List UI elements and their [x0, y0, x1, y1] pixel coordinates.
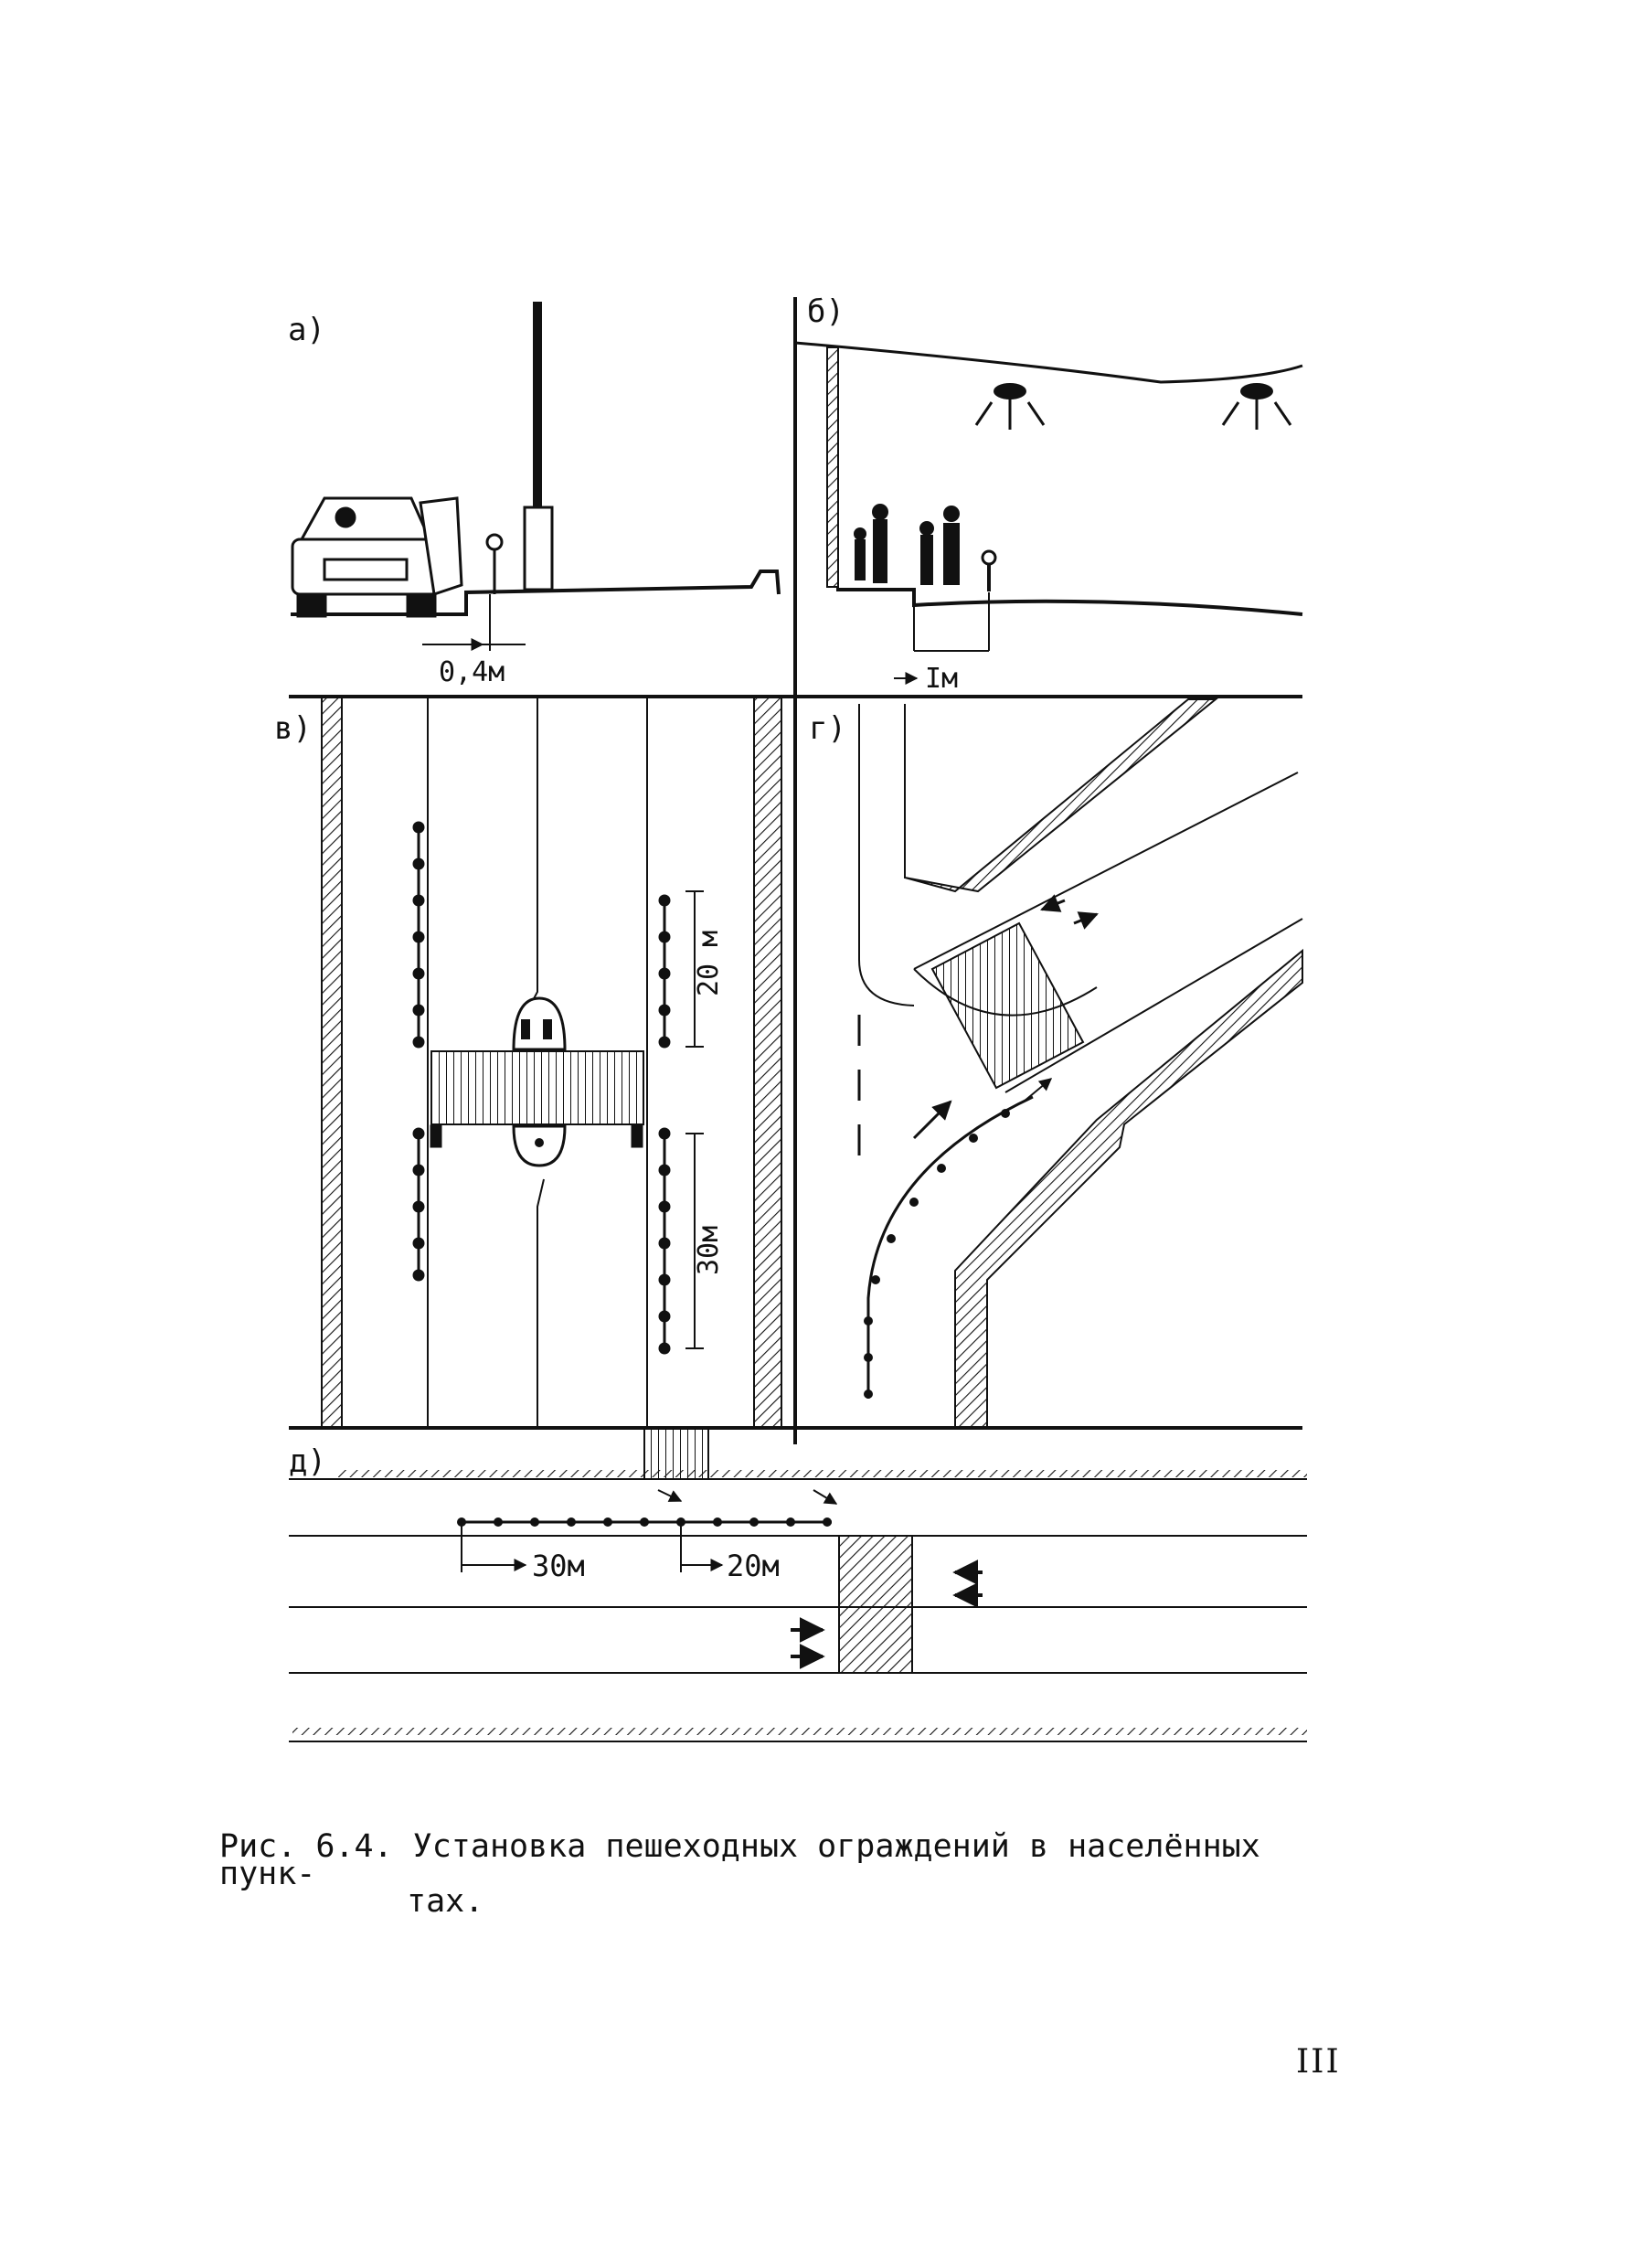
panel-b-label: б) — [807, 293, 845, 330]
car — [291, 496, 463, 618]
lighting-cable — [794, 341, 1303, 384]
zebra-crossing-v — [430, 1050, 644, 1125]
panel-d-label: д) — [289, 1443, 326, 1480]
panel-g-junction: г) — [809, 698, 1303, 1429]
zebra-crossing-d — [838, 1535, 913, 1674]
dim-20-vertical: 20 м — [693, 931, 725, 996]
figure-caption: Рис. 6.4.Установка пешеходных ограждений… — [219, 1831, 1371, 1920]
panel-g-label: г) — [809, 710, 846, 747]
dim-sidewalk-offset: Iм — [925, 663, 958, 695]
panel-b-profile: б) Iм — [794, 293, 1303, 695]
fence-right — [430, 894, 671, 1355]
fence-left — [412, 821, 425, 1282]
sidewalk-crossing-d — [643, 1427, 709, 1480]
dim-30-vertical: 30м — [693, 1226, 725, 1275]
panel-v-label: в) — [274, 710, 312, 747]
panel-a-label: а) — [288, 312, 325, 348]
dim-30-horizontal: 30м — [532, 1549, 585, 1583]
page-number: III — [1296, 2043, 1341, 2081]
ground-line-b — [836, 588, 1303, 616]
panel-v-plan: в) 20 м — [274, 696, 1302, 1430]
panel-d-road: д) 30м 20м — [289, 1427, 1307, 1742]
caption-text-line2: тах. — [407, 1883, 484, 1920]
dim-20-horizontal: 20м — [727, 1549, 780, 1583]
panel-a-profile: а) 0,4м — [288, 302, 781, 688]
street-lamp-1 — [974, 383, 1046, 430]
street-lamp-2 — [1221, 383, 1292, 430]
pedestrians — [854, 504, 997, 591]
zebra-crossing-g — [930, 921, 1085, 1090]
caption-text-line1: Установка пешеходных ограждений в населё… — [219, 1828, 1260, 1892]
caption-number: Рис. 6.4. — [219, 1828, 393, 1865]
lamp-pole-base — [523, 506, 554, 591]
dim-curb-offset: 0,4м — [439, 656, 505, 688]
ground-line-a — [291, 570, 781, 616]
